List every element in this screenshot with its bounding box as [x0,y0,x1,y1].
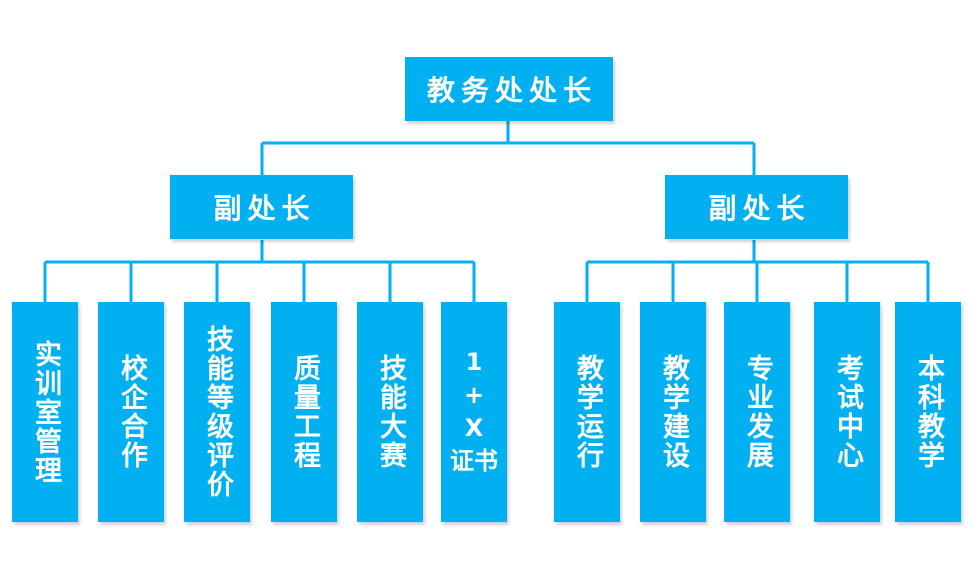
leaf-node-skills-competition: 技能大赛 [357,302,423,522]
leaf-node-quality-engineering: 质量工程 [271,302,337,522]
root-node-label: 教务处处长 [426,74,597,107]
leaf-node-label: 质量工程 [289,354,320,470]
leaf-node-label: 技能等级评价 [202,325,233,499]
leaf-node-undergraduate-teaching: 本科教学 [895,302,961,522]
leaf-node-skill-level-evaluation: 技能等级评价 [184,302,250,522]
leaf-node-label: 教学运行 [572,354,603,470]
leaf-node-teaching-construction: 教学建设 [640,302,706,522]
leaf-node-school-enterprise-cooperation: 校企合作 [98,302,164,522]
leaf-node-label: 校企合作 [116,354,147,470]
leaf-node-examination-center: 考试中心 [814,302,880,522]
leaf-node-label: 考试中心 [832,354,863,470]
leaf-node-label: 1 + X 证书 [450,348,498,475]
leaf-node-training-room-management: 实训室管理 [12,302,78,522]
leaf-node-label: 本科教学 [913,354,944,470]
deputy-node-right: 副处长 [665,175,848,239]
deputy-node-label: 副处长 [213,192,316,225]
leaf-node-1x-certificate: 1 + X 证书 [441,302,507,522]
leaf-node-label: 教学建设 [658,354,689,470]
leaf-node-label: 专业发展 [742,354,773,470]
leaf-node-label: 技能大赛 [375,354,406,470]
root-node-director: 教务处处长 [405,57,613,121]
deputy-node-label: 副处长 [708,192,811,225]
leaf-node-major-development: 专业发展 [724,302,790,522]
leaf-node-teaching-operation: 教学运行 [554,302,620,522]
leaf-node-label: 实训室管理 [30,339,61,485]
deputy-node-left: 副处长 [170,175,353,239]
